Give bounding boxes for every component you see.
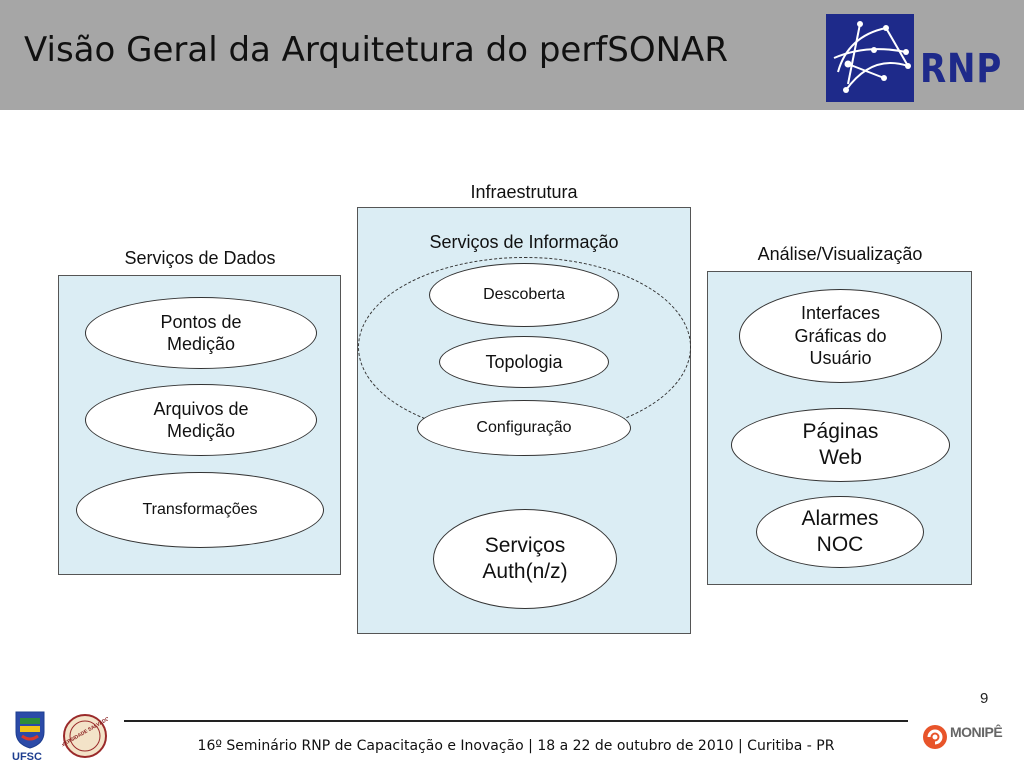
topologia-node: Topologia: [439, 336, 609, 388]
servicos-informacao-label: Serviços de Informação: [429, 232, 619, 252]
rnp-logo-mark: [826, 14, 914, 102]
monipe-logo-text: MONIPÊ: [950, 724, 1003, 740]
university-seal-icon: UNIVERSIDADE SALVADOR: [53, 714, 114, 758]
slide-title: Visão Geral da Arquitetura do perfSONAR: [24, 30, 728, 70]
configuracao-node: Configuração: [417, 400, 631, 456]
network-globe-icon: [833, 21, 911, 93]
dados-column-label: Serviços de Dados: [124, 248, 276, 268]
infra-column-label: Infraestrutura: [470, 182, 578, 202]
rnp-logo-text: RNP: [920, 46, 1003, 92]
page-number: 9: [980, 690, 989, 707]
infra-panel: Serviços de Informação Descoberta Topolo…: [357, 207, 691, 634]
footer-divider: [124, 720, 908, 722]
monipe-swirl-icon: [923, 725, 947, 749]
footer-text: 16º Seminário RNP de Capacitação e Inova…: [197, 738, 835, 754]
transformacoes-node: Transformações: [76, 472, 324, 548]
monipe-logo: [921, 723, 949, 756]
ufsc-logo: [12, 708, 48, 755]
ufsc-crest-icon: [15, 711, 45, 749]
descoberta-node: Descoberta: [429, 263, 619, 327]
analise-column-label: Análise/Visualização: [757, 244, 923, 264]
universidade-salvador-seal: UNIVERSIDADE SALVADOR: [53, 713, 114, 764]
ufsc-logo-text: UFSC: [12, 751, 42, 763]
